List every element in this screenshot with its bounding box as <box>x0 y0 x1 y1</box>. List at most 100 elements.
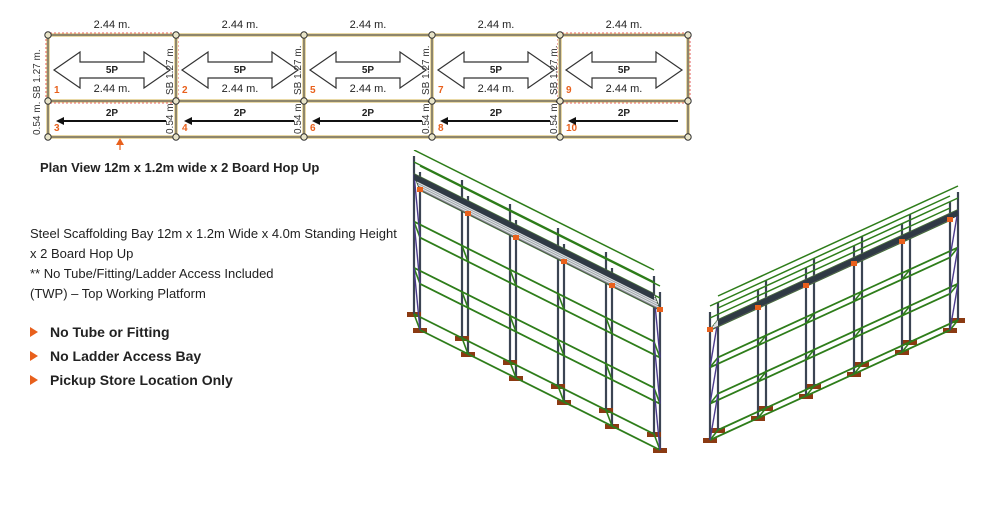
scaffold-transom <box>757 407 767 419</box>
scaffold-brace <box>653 387 661 451</box>
isometric-scaffold-illustrations <box>407 150 965 453</box>
scaffold-ledger <box>709 292 951 405</box>
scaffold-transom <box>853 363 863 375</box>
feature-item: No Ladder Access Bay <box>30 344 233 368</box>
bullet-arrow-icon <box>30 351 38 361</box>
scaffold-transom <box>709 393 719 405</box>
divider-label-bottom: 0.54 m. <box>421 101 432 134</box>
feature-label: Pickup Store Location Only <box>50 372 233 388</box>
hop-bay-number: 4 <box>182 123 188 134</box>
feature-label: No Tube or Fitting <box>50 324 170 340</box>
scaffold-transom <box>413 267 421 285</box>
scaffold-transom <box>709 429 719 441</box>
divider-label-bottom: 0.54 m. <box>549 101 560 134</box>
scaffold-transom <box>901 305 911 317</box>
plan-standard-post <box>556 133 564 141</box>
main-bay-number: 2 <box>182 85 188 96</box>
scaffold-transom <box>757 371 767 383</box>
guard-rail <box>413 150 655 271</box>
hop-up-arrow-icon <box>184 117 192 125</box>
toe-board <box>414 174 654 300</box>
guard-rail <box>717 197 959 309</box>
scaffold-transom <box>605 409 613 427</box>
feature-item: No Tube or Fitting <box>30 320 233 344</box>
scaffold-ledger <box>709 256 951 369</box>
plan-standard-post <box>44 31 52 39</box>
guard-rail <box>413 161 655 283</box>
deck-board-seam <box>416 181 658 303</box>
scaffold-transom <box>509 269 517 286</box>
scaffold-transom <box>949 319 959 331</box>
scaffold-transom <box>805 385 815 397</box>
scaffold-transom <box>509 315 517 333</box>
plan-standard-post <box>428 97 436 105</box>
hop-board-count: 2P <box>234 108 247 119</box>
plan-standard-post <box>172 133 180 141</box>
scaffold-ledger <box>413 266 655 389</box>
main-board-count: 5P <box>106 65 119 76</box>
hop-board-count: 2P <box>362 108 375 119</box>
plan-standard-post <box>300 97 308 105</box>
main-board-count: 5P <box>618 65 631 76</box>
scaffold-ledger <box>717 246 959 359</box>
main-board-count: 5P <box>490 65 503 76</box>
divider-label-top: SB 1.27 m. <box>165 46 176 95</box>
scaffold-brace <box>949 283 959 331</box>
feature-label: No Ladder Access Bay <box>50 348 202 364</box>
bay-dimension-label: 2.44 m. <box>222 83 259 95</box>
guard-rail <box>419 165 661 287</box>
hop-board-count: 2P <box>490 108 503 119</box>
clamp-marker <box>899 239 905 244</box>
main-bay-number: 7 <box>438 85 444 96</box>
divider-label-bottom: 0.54 m. <box>165 101 176 134</box>
scaffold-transom <box>605 363 613 381</box>
scaffold-transom <box>605 317 613 334</box>
scaffold-transom <box>461 245 469 262</box>
guard-rail <box>709 207 951 319</box>
double-arrow-icon <box>52 50 172 90</box>
scaffold-transom <box>557 293 565 310</box>
scaffold-ledger <box>419 282 661 405</box>
bay-dimension-label: 2.44 m. <box>478 83 515 95</box>
hop-bay-number: 6 <box>310 123 316 134</box>
bay-dimension-label: 2.44 m. <box>94 83 131 95</box>
description-line-3: ** No Tube/Fitting/Ladder Access Include… <box>30 266 274 281</box>
guard-rail <box>709 195 951 307</box>
scaffold-brace <box>949 209 959 258</box>
bay-width-label: 2.44 m. <box>606 19 643 31</box>
scaffold-brace <box>653 341 661 404</box>
plan-standard-post <box>556 31 564 39</box>
bay-dimension-label: 2.44 m. <box>606 83 643 95</box>
clamp-marker <box>465 211 471 216</box>
scaffold-brace <box>413 221 421 284</box>
plan-standard-post <box>44 97 52 105</box>
scaffold-brace <box>709 319 719 368</box>
bay-width-label: 2.44 m. <box>94 19 131 31</box>
scaffold-transom <box>413 221 421 238</box>
clamp-marker <box>657 307 663 312</box>
bay-dimension-label: 2.44 m. <box>350 83 387 95</box>
plan-standard-post <box>684 31 692 39</box>
bullet-arrow-icon <box>30 327 38 337</box>
side-dimension-label: 0.54 m. SB 1.27 m. <box>32 49 43 135</box>
main-bay-number: 1 <box>54 85 60 96</box>
scaffold-transom <box>461 291 469 309</box>
scaffold-transom <box>709 356 719 368</box>
description-line-4: (TWP) – Top Working Platform <box>30 286 206 301</box>
clamp-marker <box>417 187 423 192</box>
sole-board <box>653 448 667 453</box>
main-board-count: 5P <box>234 65 247 76</box>
plan-view-title: Plan View 12m x 1.2m wide x 2 Board Hop … <box>40 160 320 175</box>
bay-width-label: 2.44 m. <box>478 19 515 31</box>
double-arrow-icon <box>436 50 556 90</box>
scaffold-transom <box>653 387 661 405</box>
plan-outer-outline <box>47 34 689 138</box>
scaffold-view-right <box>703 185 965 443</box>
scaffold-view-left <box>407 150 667 453</box>
scaffold-transom <box>557 339 565 357</box>
scaffold-transom <box>757 334 767 346</box>
scaffold-transom <box>413 313 421 331</box>
plan-standard-post <box>44 133 52 141</box>
hop-bay-number: 8 <box>438 123 444 134</box>
feature-item: Pickup Store Location Only <box>30 368 233 392</box>
